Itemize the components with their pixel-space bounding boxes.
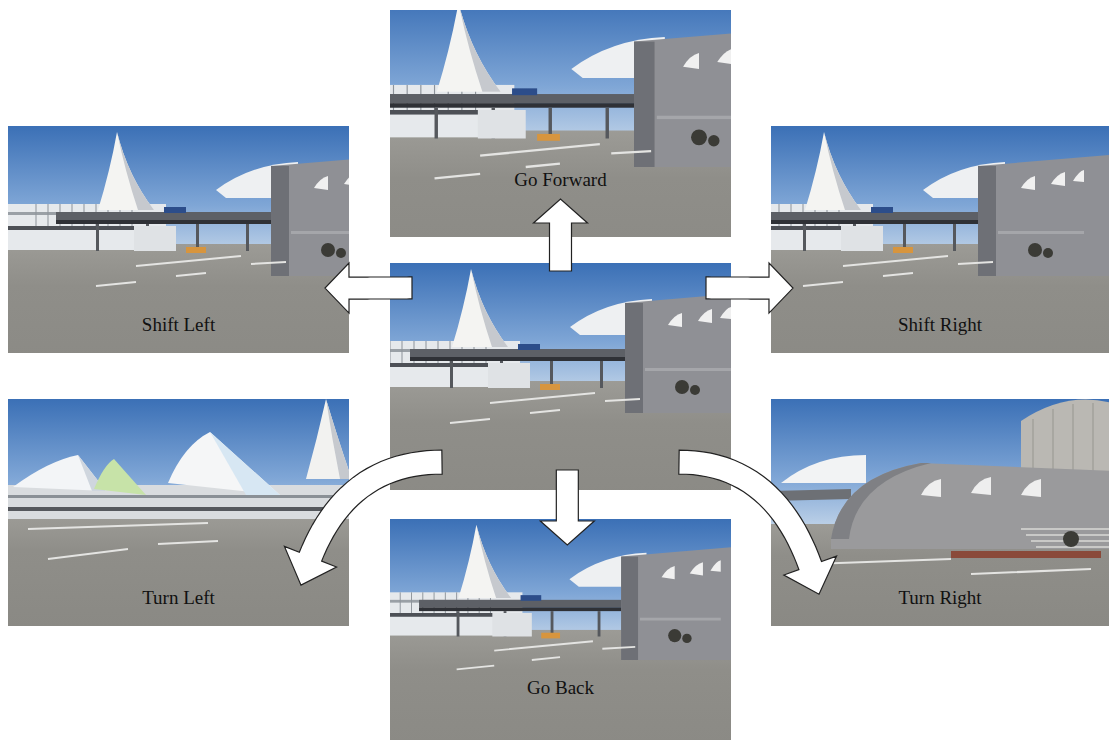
view-panel: Turn Left bbox=[8, 399, 349, 626]
panel-caption: Shift Right bbox=[898, 313, 982, 337]
motion-arrow bbox=[540, 470, 594, 545]
motion-arrow bbox=[679, 450, 837, 594]
panel-caption: Turn Left bbox=[142, 586, 215, 610]
view-panel: Go Forward bbox=[390, 10, 731, 237]
photo-shift-right bbox=[683, 126, 1109, 384]
photo-shift-left bbox=[0, 126, 437, 384]
motion-arrow bbox=[325, 263, 412, 313]
motion-arrow bbox=[284, 450, 442, 585]
view-panel: Shift Left bbox=[8, 126, 349, 353]
photo-forward bbox=[298, 0, 824, 290]
view-panel: Turn Right bbox=[771, 399, 1109, 626]
motion-arrow bbox=[706, 263, 793, 313]
motion-arrow bbox=[534, 199, 588, 271]
panel-caption: Go Back bbox=[527, 676, 594, 700]
photo-turn-left bbox=[8, 399, 349, 627]
photo-turn-right bbox=[771, 399, 1109, 627]
view-panel: Shift Right bbox=[771, 126, 1109, 353]
panel-caption: Go Forward bbox=[514, 168, 606, 192]
panel-caption: Shift Left bbox=[142, 313, 215, 337]
view-panel bbox=[390, 263, 731, 490]
photo-back bbox=[344, 519, 777, 740]
panel-caption: Turn Right bbox=[898, 586, 981, 610]
view-panel: Go Back bbox=[390, 513, 731, 740]
